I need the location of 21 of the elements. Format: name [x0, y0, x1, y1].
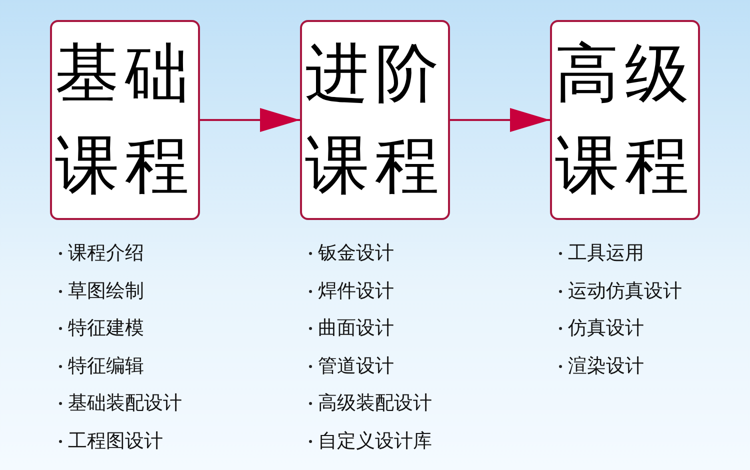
course-box: 高级课程: [550, 20, 700, 220]
list-item: 焊件设计: [318, 278, 394, 304]
arrow: [450, 108, 550, 132]
list-item: 工具运用: [568, 241, 644, 266]
list-item: 课程介绍: [68, 241, 144, 266]
list-item: 钣金设计: [318, 241, 394, 266]
course-box: 基础课程: [50, 20, 200, 220]
list-item: 高级装配设计: [318, 391, 432, 416]
list-item: 仿真设计: [568, 316, 644, 341]
list-item: 工程图设计: [68, 428, 163, 454]
list-item: 草图绘制: [68, 278, 144, 304]
list-item: 运动仿真设计: [568, 278, 682, 304]
list-item: 渲染设计: [568, 354, 644, 378]
list-item: 基础装配设计: [68, 391, 182, 416]
list-item: 曲面设计: [318, 316, 394, 341]
list-item: 管道设计: [318, 354, 394, 378]
arrow: [200, 108, 300, 132]
list-item: 特征建模: [68, 316, 144, 341]
list-item: 特征编辑: [68, 354, 144, 378]
list-item: 自定义设计库: [318, 428, 432, 454]
course-box: 进阶课程: [300, 20, 450, 220]
